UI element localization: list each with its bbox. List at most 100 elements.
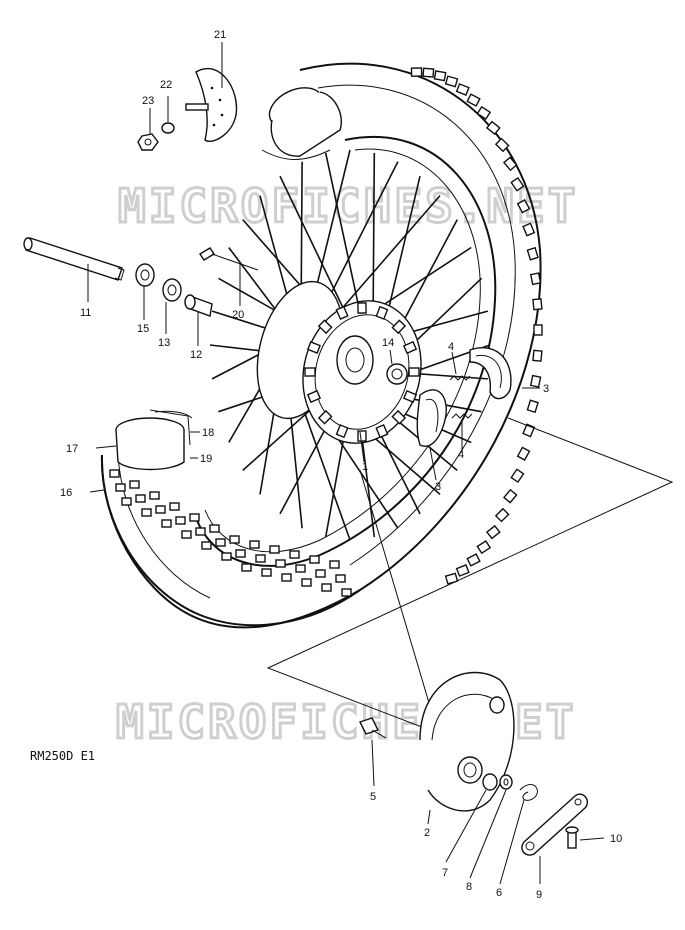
- hub-fin: [357, 302, 367, 314]
- tread-block: [329, 560, 340, 569]
- tread-block: [109, 469, 120, 478]
- callout-5: 5: [370, 791, 376, 803]
- tread-block: [485, 524, 501, 540]
- tread-block: [309, 555, 320, 564]
- tread-block: [476, 105, 492, 120]
- tread-block: [181, 530, 192, 539]
- projection-lines: [266, 417, 674, 741]
- tread-block: [532, 298, 543, 311]
- tread-block: [121, 497, 132, 506]
- hub-fin: [391, 409, 407, 425]
- tread-block: [516, 199, 531, 214]
- tread-block: [129, 480, 140, 489]
- callout-17: 17: [66, 443, 78, 455]
- tread-block: [289, 550, 300, 559]
- callout-22: 22: [160, 79, 172, 91]
- tread-block: [532, 349, 543, 362]
- tread-block: [510, 176, 525, 192]
- bolt-22: [161, 103, 209, 134]
- nut-23: [137, 133, 159, 151]
- tread-block: [269, 545, 280, 554]
- tread-block: [321, 583, 332, 592]
- tread-block: [522, 222, 536, 237]
- callout-15: 15: [137, 323, 149, 335]
- tread-block: [255, 554, 266, 563]
- brake-shoe-upper: [469, 347, 512, 400]
- tread-block: [295, 564, 306, 573]
- nut-15: [135, 263, 155, 287]
- tread-block: [533, 324, 543, 336]
- callout-3-lower: 3: [435, 481, 441, 493]
- spacer-13: [162, 278, 182, 302]
- tread-block: [529, 272, 542, 286]
- rim-band-17: [115, 409, 193, 471]
- tread-block: [502, 156, 518, 172]
- hub-fin: [402, 340, 418, 355]
- callout-4-lower: 4: [458, 449, 464, 461]
- spacer-12: [184, 294, 213, 317]
- brake-shoe-lower: [416, 389, 447, 447]
- callout-9: 9: [536, 889, 542, 901]
- tread-block: [215, 538, 226, 547]
- hub-fin: [317, 409, 333, 425]
- tread-block: [315, 569, 326, 578]
- callout-13: 13: [158, 337, 170, 349]
- hub-fin: [391, 319, 407, 335]
- callout-12: 12: [190, 349, 202, 361]
- callout-4-upper: 4: [448, 341, 454, 353]
- tread-block: [301, 578, 312, 587]
- axle-11: [23, 237, 125, 281]
- tread-block: [526, 246, 539, 261]
- hub-fin: [304, 367, 316, 377]
- tread-block: [175, 516, 186, 525]
- hub-fin: [402, 389, 418, 404]
- hub-fin: [357, 430, 367, 442]
- callout-14: 14: [382, 337, 394, 349]
- tread-block: [241, 563, 252, 572]
- washer-7: [482, 773, 498, 791]
- callout-19: 19: [200, 453, 212, 465]
- tread-block: [115, 483, 126, 492]
- tread-block: [161, 519, 172, 528]
- tread-block: [444, 572, 459, 585]
- watermark-top: MICROFICHES.NET: [118, 179, 578, 233]
- tread-block: [516, 446, 531, 461]
- tread-block: [155, 505, 166, 514]
- callout-11: 11: [80, 307, 91, 319]
- hub-fin: [317, 319, 333, 335]
- tread-block: [221, 552, 232, 561]
- tread-block: [502, 488, 518, 504]
- front-wheel: [100, 62, 543, 629]
- callout-10: 10: [610, 833, 622, 845]
- leader-lines: [87, 42, 605, 885]
- tread-block: [494, 507, 510, 523]
- callout-3-upper: 3: [543, 383, 549, 395]
- tread-block: [235, 549, 246, 558]
- cam-lever-9: [521, 793, 589, 856]
- tread-block: [141, 508, 152, 517]
- tread-block: [529, 374, 542, 388]
- tread-block: [444, 75, 459, 88]
- hub-cooling-fins: [304, 302, 420, 442]
- tire-outer: [100, 62, 542, 629]
- tread-block: [201, 541, 212, 550]
- tread-block: [466, 93, 481, 107]
- tread-block: [510, 468, 525, 484]
- tread-block: [410, 67, 423, 77]
- tread-block: [494, 137, 510, 153]
- tread-block: [433, 70, 447, 82]
- tread-block: [209, 524, 220, 533]
- callout-6: 6: [496, 887, 502, 899]
- hub-fin: [335, 424, 349, 439]
- brake-panel-2: [419, 671, 515, 812]
- bolt-10: [565, 826, 579, 849]
- hub-fin: [375, 305, 389, 320]
- springs-4: [449, 375, 473, 419]
- callout-2: 2: [424, 827, 430, 839]
- tread-block: [281, 573, 292, 582]
- tread-block: [135, 494, 146, 503]
- tread-block: [195, 527, 206, 536]
- spoke-20: [199, 247, 259, 271]
- tread-block: [189, 513, 200, 522]
